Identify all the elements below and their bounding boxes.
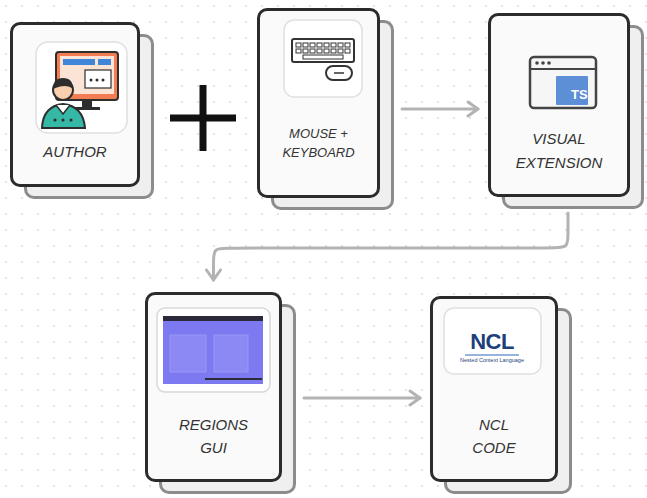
key	[338, 43, 343, 47]
logo-rule	[465, 354, 519, 355]
mouse	[326, 66, 352, 80]
plus-symbol	[170, 85, 236, 151]
keyboard-keys	[296, 43, 350, 59]
card-label: VISUAL EXTENSION	[516, 127, 603, 175]
logo-text: NCL	[470, 331, 514, 353]
key	[303, 49, 308, 53]
plus-bar	[170, 115, 236, 122]
keyboard	[292, 39, 354, 62]
flow-arrow	[214, 213, 569, 280]
process-card: NCL CODE	[430, 296, 558, 482]
key	[310, 43, 315, 47]
regions-icon	[157, 308, 270, 392]
screen-dot	[90, 79, 93, 82]
mouse-line	[334, 72, 344, 74]
card-label: MOUSE + KEYBOARD	[282, 124, 354, 162]
icon-tile	[36, 42, 127, 133]
window-dot	[535, 61, 539, 65]
monitor-screen	[60, 56, 114, 94]
process-card: MOUSE + KEYBOARD	[257, 8, 380, 198]
person-hair	[53, 78, 73, 89]
ncl-logo	[444, 308, 541, 374]
gui-region	[214, 335, 248, 372]
process-card: REGIONS GUI	[145, 292, 282, 482]
icon-tile	[444, 308, 541, 374]
screen-dot	[102, 79, 105, 82]
person-dot	[61, 118, 64, 121]
process-card: AUTHOR	[10, 22, 140, 187]
gui-bottombar	[205, 378, 262, 380]
key	[345, 49, 350, 53]
author-icon	[36, 42, 127, 133]
key	[296, 49, 301, 53]
key	[331, 49, 336, 53]
key	[296, 43, 301, 47]
card-label: REGIONS GUI	[179, 413, 248, 459]
key	[310, 49, 315, 53]
card-label: NCL CODE	[472, 413, 515, 459]
screen-panel	[85, 70, 111, 88]
monitor-stand	[82, 100, 92, 108]
icon-tile	[157, 308, 270, 392]
window-dot	[541, 61, 545, 65]
person-dot	[69, 118, 72, 121]
ts-badge	[556, 76, 588, 105]
screen-dot	[96, 79, 99, 82]
screen-bar	[98, 59, 111, 65]
screen-bar	[63, 59, 95, 65]
person-dot	[53, 118, 56, 121]
keyboard-icon	[284, 20, 362, 97]
key	[324, 43, 329, 47]
badge-text: TS	[571, 88, 588, 101]
person-body	[42, 104, 85, 128]
card-label: AUTHOR	[43, 142, 106, 162]
gui-region	[170, 335, 206, 372]
space-key	[303, 55, 343, 59]
window-dot	[547, 61, 551, 65]
window-frame	[530, 57, 596, 108]
key	[345, 43, 350, 47]
gui-screen	[163, 316, 263, 384]
monitor	[56, 52, 118, 100]
monitor-base	[74, 107, 100, 110]
key	[331, 43, 336, 47]
key	[317, 43, 322, 47]
window-titlebar	[530, 68, 596, 70]
process-card: VISUAL EXTENSION	[488, 13, 630, 197]
key	[303, 43, 308, 47]
logo-subtitle: Nested Context Language	[460, 358, 524, 364]
extension-icon	[530, 57, 596, 108]
key	[338, 49, 343, 53]
flow-arrow	[402, 108, 478, 111]
person-collar	[56, 105, 70, 114]
plus-bar	[200, 85, 207, 151]
icon-tile	[284, 20, 362, 97]
flow-arrow	[304, 397, 420, 400]
person-head	[53, 80, 73, 100]
key	[317, 49, 322, 53]
key	[324, 49, 329, 53]
gui-topbar	[163, 316, 263, 321]
